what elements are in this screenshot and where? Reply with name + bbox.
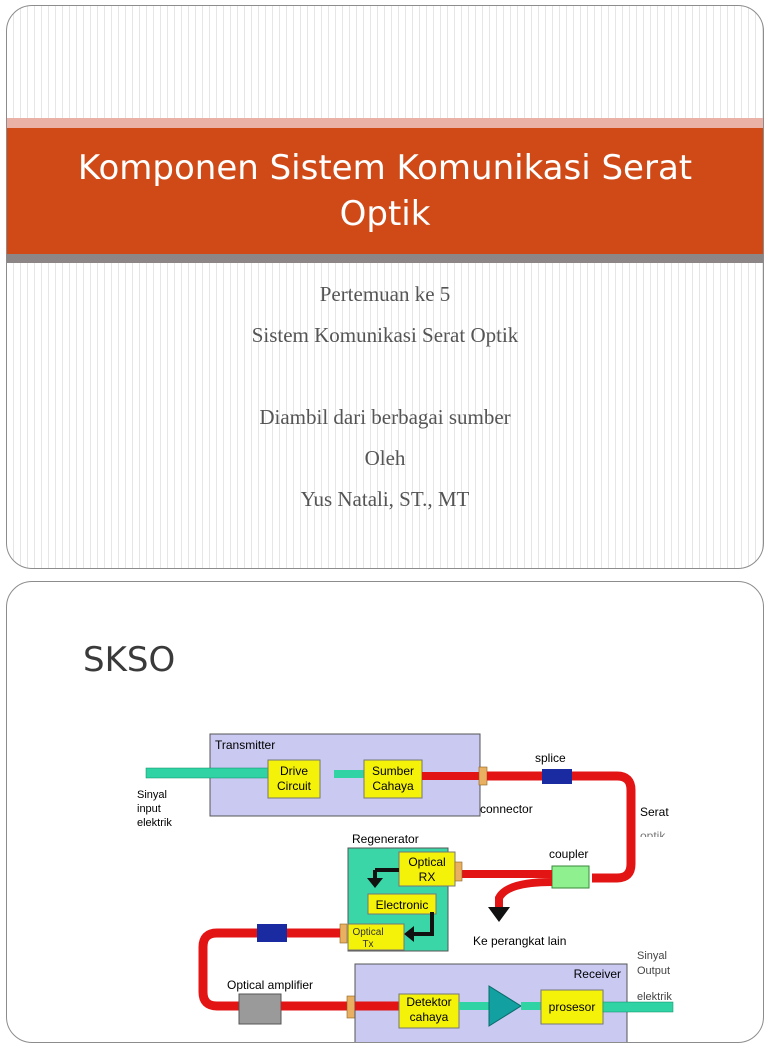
detector-label-2: cahaya [410,1010,449,1024]
output-label-3: elektrik [637,991,672,1003]
drive-circuit-label-1: Drive [280,764,308,778]
connector-icon [454,861,463,882]
connector-label: connector [480,802,533,816]
drive-circuit-block [267,759,321,799]
input-line [145,767,269,779]
optical-rx-block [398,851,456,887]
detector-label-1: Detektor [406,995,451,1009]
amp-to-processor-line [521,1002,541,1010]
optical-tx-label-1: Optical [352,927,383,938]
light-source-block [363,759,423,799]
title-slide: Komponen Sistem Komunikasi Serat Optik P… [6,5,764,569]
other-device-label: Ke perangkat lain [473,934,566,948]
receiver-label: Receiver [574,967,621,981]
subtitle-line-source: Diambil dari berbagai sumber [259,405,511,429]
electronic-block [367,893,437,915]
input-label-1: Sinyal [137,789,167,801]
slide-subtitle: Pertemuan ke 5 Sistem Komunikasi Serat O… [7,274,763,520]
output-label-2: Output [637,965,670,977]
detector-to-amp-line [459,1002,489,1010]
title-band-accent [7,118,763,128]
input-label-2: input [137,803,161,815]
skso-slide: SKSO Transmitter Sinyal input elektrik D… [6,581,764,1043]
subtitle-line-author: Yus Natali, ST., MT [300,487,470,511]
drive-to-source-line [334,770,364,778]
splice-label: splice [535,751,566,765]
connector-icon [478,766,488,786]
coupler-icon [551,865,590,889]
light-source-label-1: Sumber [372,764,414,778]
regenerator-label: Regenerator [352,832,419,846]
output-line [602,1001,674,1013]
title-band: Komponen Sistem Komunikasi Serat Optik [7,128,763,254]
electronic-label: Electronic [376,898,429,912]
slide-title: SKSO [83,640,176,680]
optical-rx-label-1: Optical [408,855,445,869]
subtitle-line-meeting: Pertemuan ke 5 [319,282,451,306]
connector-icon [339,923,348,944]
regen-arrow [412,912,434,936]
optical-tx-label-2: Tx [362,939,373,950]
fiber-branch [495,878,553,907]
slide-title: Komponen Sistem Komunikasi Serat Optik [77,148,693,234]
arrow-left-icon [404,926,414,942]
amplifier-triangle-icon [488,985,522,1027]
subtitle-line-by: Oleh [364,446,406,470]
coupler-label: coupler [549,847,588,861]
subtitle-line-course: Sistem Komunikasi Serat Optik [251,323,519,347]
optical-amplifier-label: Optical amplifier [227,978,313,992]
transmitter-label: Transmitter [215,738,275,752]
arrow-down-icon [367,878,383,888]
connector-icon [346,995,356,1019]
fiber-segment [198,928,257,1011]
fiber-segment [572,771,636,883]
splice-icon [257,924,287,942]
optical-amplifier-block [238,993,282,1025]
splice-icon [542,769,572,784]
optical-tx-block [347,923,405,951]
arrow-down-icon [488,907,510,922]
fiber-segment [422,772,480,780]
title-band-shadow [7,254,763,263]
drive-circuit-label-2: Circuit [277,779,312,793]
fiber-label-2: optik [640,829,666,843]
light-source-label-2: Cahaya [372,779,414,793]
output-label-1: Sinyal [637,950,667,962]
fiber-optic-system-diagram: Transmitter Sinyal input elektrik Drive … [137,733,674,1042]
subtitle-spacer [7,356,763,397]
detector-block [398,993,460,1029]
processor-label: prosesor [549,1000,596,1014]
optical-rx-label-2: RX [419,870,436,884]
input-label-3: elektrik [137,817,172,829]
fiber-label: Serat [640,805,669,819]
